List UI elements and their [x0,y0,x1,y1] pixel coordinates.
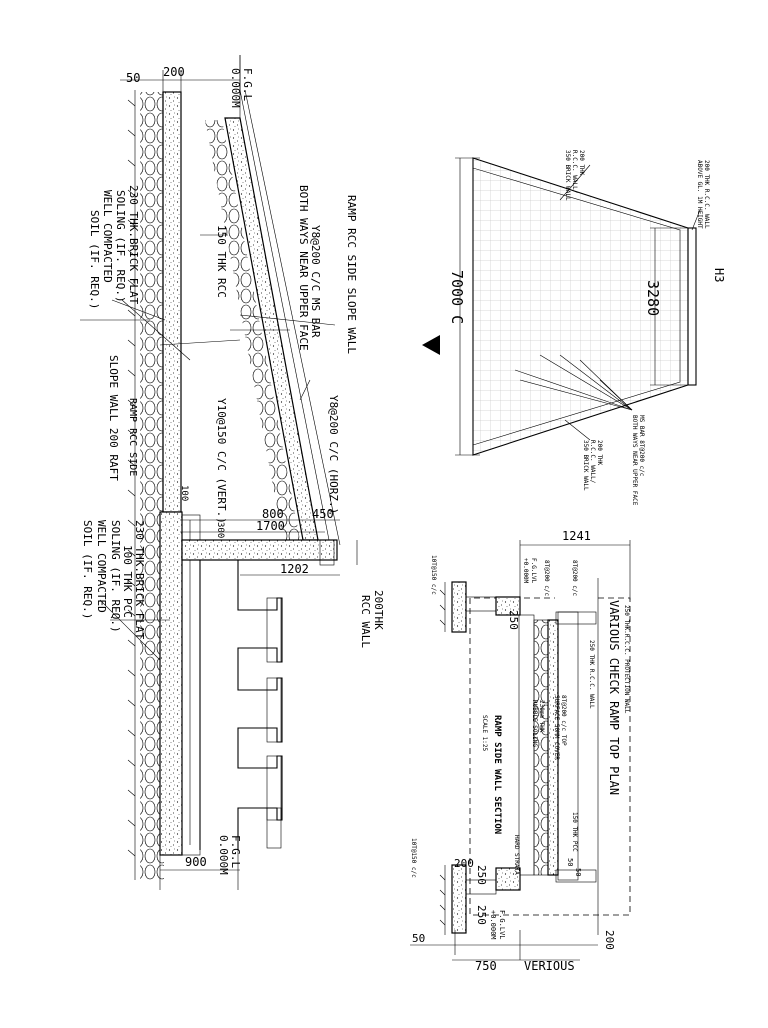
top-plan-label: VARIOUS CHECK RAMP TOP PLAN [607,600,621,795]
dim-50-d: 50 [574,868,582,876]
slope-wall-raft-2-label: SLOPE WALL 200 RAFT [107,355,120,481]
soil-1-label: SOIL (IF. REQ.) [88,210,101,309]
brick-flat-1-label: 230 THK.BRICK FLAT [127,185,140,305]
ms-bar-leaders [514,354,633,411]
leader-lines-left [80,234,336,661]
dim-250-b: 250 [475,865,488,885]
ramp-side-wall-section: 1241 250 THK.R.C.C. PROTECTION WALL VARI… [410,529,631,973]
rubble-1-label: 230mm THK [538,700,545,733]
brick-wall-bot-1: 200 THK [596,440,603,466]
thk100-pcc-label: 100 THK PCC [121,545,134,618]
y8-ms-bar-label: Y8@200 C/C MS BAR [309,225,322,338]
t8-200-a-label: 8T@200 c/c [543,560,550,597]
dim-1202: 1202 [280,562,309,576]
fgl-top-label: F.G.L [241,68,254,101]
hard-strata-label: HARD STRATA [513,835,520,875]
ramp-slope-wall-label: RAMP RCC SIDE SLOPE WALL [345,195,358,354]
brick-wall-bot-3: 350 BRICK WALL [582,440,589,491]
raft-slab [162,91,182,513]
dim-450: 450 [312,507,334,521]
brick-wall-bot-2: R.C.C. WALL/ [589,440,596,484]
fgl-top-level: 0.000M [229,68,242,108]
soil-2-label: SOIL (IF. REQ.) [81,520,94,619]
rcc-wall-top [181,539,338,566]
base-raft [159,511,183,856]
fgl-lvl-a2: +0.000M [522,558,529,584]
wall-above-gl-1: 200 THK R.C.C. WALL [703,160,710,229]
dim-750: 750 [475,959,497,973]
left-section-drawing: 50 200 F.G.L 0.000M RAMP RCC SIDE SLOPE … [80,55,385,890]
h3-label: H3 [712,268,726,282]
dim-100: 100 [179,485,189,501]
north-arrow-icon [422,335,440,355]
rcc-wall-200-label: 200THK [372,590,385,630]
dim-250-c: 250 [475,905,488,925]
ms-bar-2: BOTH WAYS NEAR UPPER FACE [631,415,638,506]
dim-3280: 3280 [644,280,662,316]
fgl-bottom-level: 0.000M [217,835,230,875]
ramp-top-plan: H3 7000 C 3280 200 THK R.C.C. WALL ABOVE… [422,150,726,506]
thk150-rcc-label: 150 THK RCC [215,225,228,298]
dim-200-b: 200 [454,857,474,870]
dim-50-top: 50 [126,71,140,85]
section-title: RAMP SIDE WALL SECTION [492,715,502,834]
protection-wall-label: 250 THK.R.C.C. PROTECTION WALL [623,605,630,714]
fgl-lvl-a: F.G.LVL [530,558,537,584]
brick-wall-top-1: 200 THK [578,150,585,176]
ground-hatch-left [127,90,136,880]
surface-cover-label: SURFACE 50MM COVER [553,695,560,760]
dim-verious: VERIOUS [524,959,575,973]
dim-50-c: 50 [566,858,574,866]
dim-50-b: 50 [412,932,425,945]
fgl-lvl-b: F.G.LVL [498,910,506,940]
dim-1700: 1700 [256,519,285,533]
well-compacted-1-label: WELL COMPACTED [101,190,114,283]
t8-top-label: 8T@200 c/c TOP [560,695,567,746]
dim-800: 800 [262,507,284,521]
ms-bar-1: MS BAR 8T@200 c/c [638,415,645,477]
rcc-wall-250-label: 250 THK R.C.C. WALL [588,640,595,709]
dim-1241: 1241 [562,529,591,543]
both-ways-label: BOTH WAYS NEAR UPPER FACE [297,185,310,351]
plan-boundary [469,597,631,916]
base-rcc [181,514,201,856]
soling-2-label: SOLING (IF. REQ.) [109,520,122,633]
dim-250-a: 250 [507,610,520,630]
y8-horz-label: Y8@200 C/C (HORZ.) [327,395,340,514]
fgl-bottom-label: F.G.L [229,835,242,868]
slope-wall-raft-1-label: RAMP RCC SIDE [127,398,138,476]
scale-label: SCALE 1:25 [481,715,488,752]
rcc-wall-label: RCC WALL [359,595,372,648]
dim-200-c: 200 [603,930,616,950]
dim-7000: 7000 C [448,270,466,324]
fgl-lvl-b2: +0.000M [489,910,497,940]
well-compacted-2-label: WELL COMPACTED [95,520,108,613]
dim-900: 900 [185,855,207,869]
dimension-lines-left [120,55,358,890]
dim-200-top: 200 [163,65,185,79]
rubble-2-label: RUBBLE SOLING [531,700,538,747]
t10-150-bot-label: 10T@150 c/c [410,838,417,878]
left-text: 50 200 F.G.L 0.000M RAMP RCC SIDE SLOPE … [81,65,385,875]
soling-1-label: SOLING (IF. REQ.) [114,190,127,303]
brick-wall-top-3: 350 BRICK WALL [564,150,571,201]
y10-vert-label: Y10@150 C/C (VERT.) [215,398,228,524]
vertical-wall-fingers [199,559,283,850]
t8-200-b-label: 8T@200 c/c [571,560,578,597]
t10-150-top-label: 10T@150 c/c [430,555,437,595]
brick-wall-top-2: R.C.C. WALL/ [571,150,578,194]
brick-flat-2-label: 230 THK.BRICK FLAT [133,520,146,640]
dim-300: 300 [215,522,225,538]
thk150-pcc-label: 150 THK PCC [571,812,578,852]
wall-above-gl-2: ABOVE GL. 1M HEIGHT [696,160,703,229]
